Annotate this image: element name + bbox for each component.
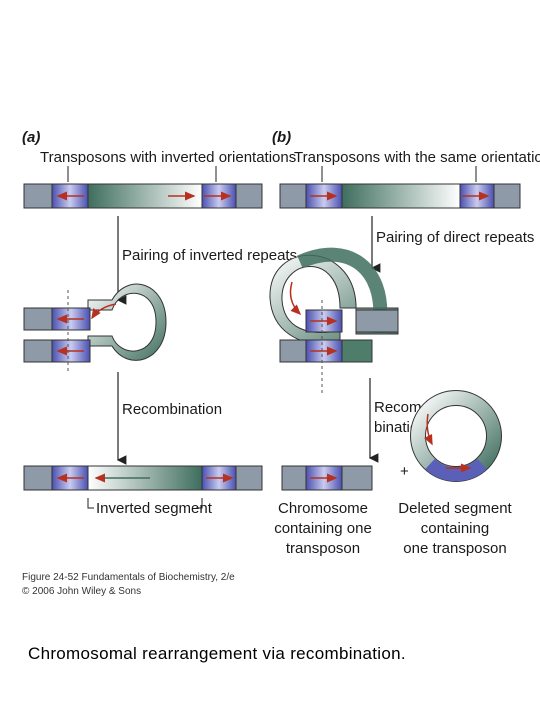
chromosome-a-initial: [23, 183, 263, 209]
recombination-diagram: (a) Transposons with inverted orientatio…: [22, 129, 540, 597]
panel-a-result: Inverted segment: [96, 500, 213, 517]
result-right-line3: one transposon: [403, 540, 506, 557]
panel-a-step2: Recombination: [122, 401, 222, 418]
chromosome-b-result: [281, 465, 373, 491]
result-left-line3: transposon: [286, 540, 360, 557]
result-right-line1: Deleted segment: [398, 500, 512, 517]
deleted-circular-segment: [410, 390, 502, 482]
plus-sign: +: [400, 463, 409, 480]
result-left-line1: Chromosome: [278, 500, 368, 517]
panel-b-step2-line1: Recom-: [374, 399, 427, 416]
segment-bracket: [87, 498, 203, 509]
figure-credit: Figure 24-52 Fundamentals of Biochemistr…: [22, 572, 235, 583]
panel-b-step1: Pairing of direct repeats: [376, 229, 534, 246]
loop-structure: [269, 247, 399, 396]
copyright-line: © 2006 John Wiley & Sons: [22, 586, 141, 597]
chromosome-b-initial: [279, 183, 521, 209]
panel-b-letter: (b): [272, 129, 291, 146]
hairpin-structure: [23, 283, 167, 372]
result-left-line2: containing one: [274, 520, 372, 537]
panel-a-title: Transposons with inverted orientations: [40, 149, 296, 166]
result-right-line2: containing: [421, 520, 489, 537]
chromosome-a-inverted: [23, 465, 263, 491]
panel-b-title: Transposons with the same orientation: [294, 149, 540, 166]
figure-caption: Chromosomal rearrangement via recombinat…: [28, 644, 406, 663]
panel-a-step1: Pairing of inverted repeats: [122, 247, 297, 264]
panel-a-letter: (a): [22, 129, 40, 146]
